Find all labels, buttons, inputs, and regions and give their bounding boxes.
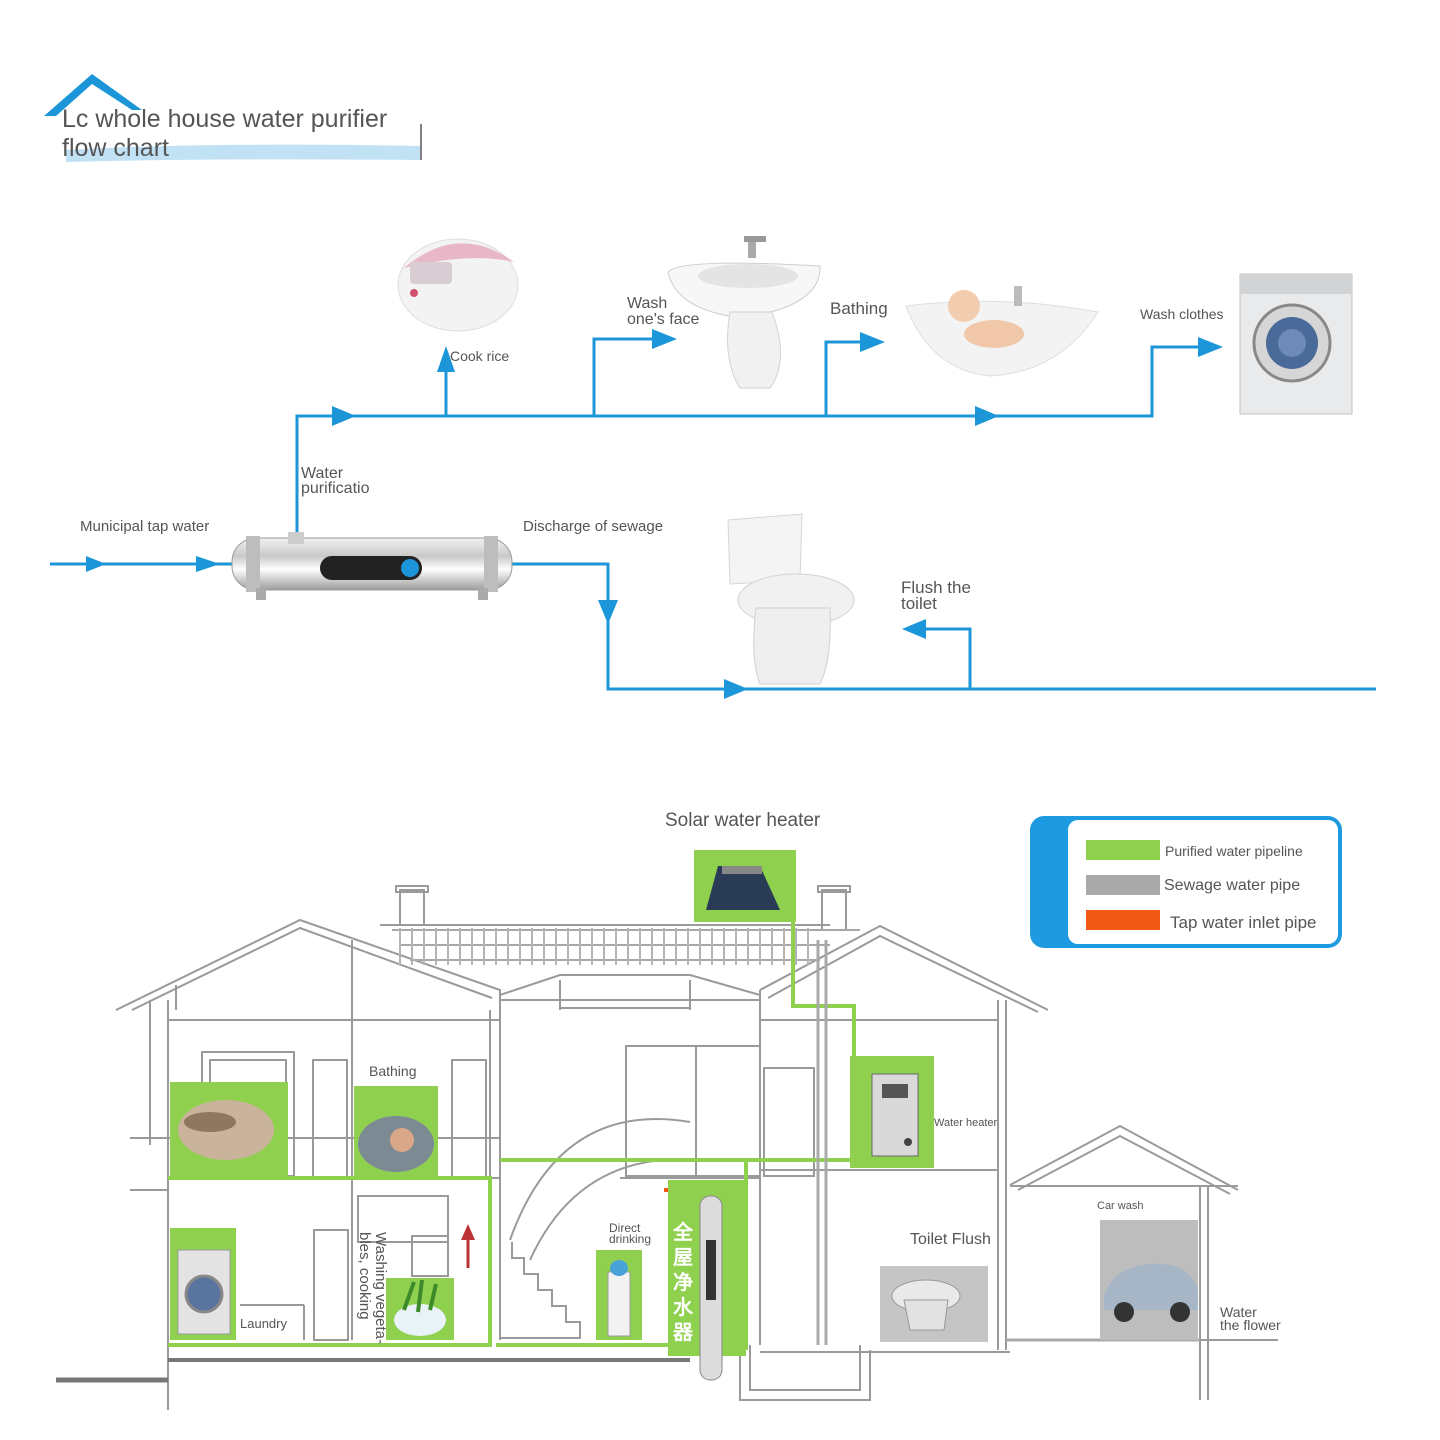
- legend-panel: Purified water pipeline Sewage water pip…: [1068, 820, 1338, 944]
- direct-drinking-label-2: drinking: [609, 1232, 652, 1246]
- water-flower-label-1: Water: [1220, 1304, 1257, 1320]
- water-flower-label-2: the flower: [1220, 1317, 1281, 1333]
- municipal-tap-water-label: Municipal tap water: [80, 518, 210, 535]
- legend-swatch-purified: [1086, 840, 1160, 860]
- cook-rice-label: Cook rice: [450, 348, 510, 364]
- flow-pipes: [50, 329, 1376, 699]
- legend-swatch-tap: [1086, 910, 1160, 930]
- house-roof-icon: [44, 74, 422, 162]
- wash-clothes-label: Wash clothes: [1140, 306, 1224, 322]
- title-line-2: flow chart: [62, 134, 169, 162]
- rice-cooker-icon: [397, 238, 519, 332]
- purifier-tube-icon: [231, 532, 513, 600]
- wash-face-label-2: one's face: [627, 311, 700, 328]
- washing-vegetables-label-1: Washing vegeta-: [371, 1232, 389, 1345]
- laundry-label: Laundry: [240, 1316, 287, 1331]
- car-wash-label: Car wash: [1097, 1200, 1144, 1212]
- flush-toilet-label-1: Flush the: [901, 578, 971, 597]
- purifier-chinese-label: 全屋净水器: [673, 1220, 693, 1344]
- legend-swatch-sewage: [1086, 875, 1160, 895]
- discharge-sewage-label: Discharge of sewage: [523, 518, 664, 535]
- bathing-house-label: Bathing: [369, 1063, 417, 1079]
- water-purification-label-1: Water: [301, 465, 344, 482]
- toilet-icon: [727, 513, 855, 685]
- legend-label-purified: Purified water pipeline: [1165, 843, 1303, 859]
- washing-machine-icon: [1239, 273, 1353, 415]
- direct-drinking-label-1: Direct: [609, 1221, 641, 1235]
- bathing-label: Bathing: [830, 299, 888, 318]
- title-line-1: Lc whole house water purifier: [62, 105, 388, 133]
- solar-water-heater-label: Solar water heater: [665, 810, 821, 831]
- sink-icon: [667, 236, 821, 389]
- legend-label-sewage: Sewage water pipe: [1164, 877, 1301, 894]
- water-heater-label: Water heater: [934, 1117, 998, 1129]
- toilet-flush-label: Toilet Flush: [910, 1231, 991, 1248]
- legend: Purified water pipeline Sewage water pip…: [1030, 816, 1342, 948]
- legend-label-tap: Tap water inlet pipe: [1170, 913, 1317, 932]
- flush-toilet-label-2: toilet: [901, 594, 937, 613]
- wash-face-label-1: Wash: [627, 295, 668, 312]
- baby-bath-icon: [905, 286, 1099, 377]
- washing-vegetables-label-2: bles, cooking: [355, 1232, 373, 1320]
- water-purification-label-2: purificatio: [301, 480, 370, 497]
